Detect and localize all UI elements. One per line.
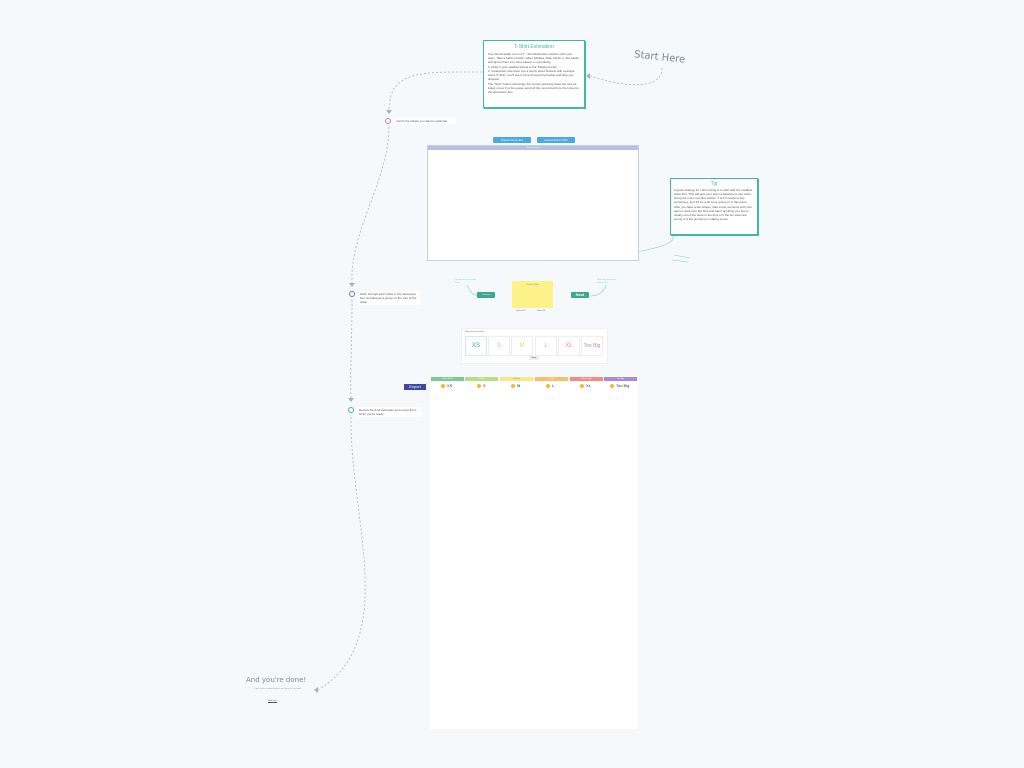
previous-button[interactable]: Previous <box>477 292 495 298</box>
import-jira-button[interactable]: Import From Jira <box>493 137 531 143</box>
column-xl-header: Extra Large <box>570 377 603 381</box>
size-xs-button[interactable]: XS <box>465 336 487 356</box>
queue-counter: Queue: 00 <box>516 310 526 312</box>
emoji-icon <box>546 383 550 388</box>
import-csv-button[interactable]: Import From CSV <box>537 137 575 143</box>
step-2-text: Work through each ticket in the discussi… <box>358 291 420 305</box>
done-subtitle: If you want to expand further, start fro… <box>254 688 302 690</box>
tip-card: Tip A great strategy for t-shirt sizing … <box>670 178 758 235</box>
intro-card: T-Shirt Estimation Use this template to … <box>483 40 585 108</box>
emoji-icon <box>580 383 584 388</box>
column-xs-header: Extra Small <box>431 377 464 381</box>
step-1-icon <box>385 118 391 124</box>
previous-hint: Go back to the previous ticket <box>455 279 477 284</box>
column-too-big-label: Too Big <box>610 383 629 389</box>
results-board <box>430 382 638 729</box>
tip-card-title: Tip <box>710 181 718 187</box>
intro-card-body: Use this template to run a T - Shirt Est… <box>488 52 580 64</box>
intro-card-steps: 1. Drag in your stacked tickets to the T… <box>488 65 575 81</box>
step-3-icon <box>348 407 354 413</box>
done-title: And you're done! <box>246 676 307 684</box>
size-too-big-button[interactable]: Too Big <box>581 336 603 356</box>
current-ticket[interactable]: Current Ticket <box>512 281 553 308</box>
size-picker-title: Select the size below <box>465 331 484 333</box>
size-l-button[interactable]: L <box>535 336 557 356</box>
emoji-icon <box>477 383 481 388</box>
column-m-header: Medium <box>500 377 533 381</box>
emoji-icon <box>610 383 614 388</box>
intro-card-note: The "Next" button will assign the curren… <box>488 82 579 94</box>
next-button[interactable]: Next <box>571 292 589 298</box>
column-s-header: Small <box>465 377 498 381</box>
column-too-big-header: Too Big <box>604 377 637 381</box>
step-2: Work through each ticket in the discussi… <box>349 291 420 305</box>
export-button[interactable]: Export <box>404 384 426 390</box>
size-xl-button[interactable]: XL <box>558 336 580 356</box>
step-2-icon <box>349 291 355 297</box>
column-xl-label: XL <box>580 383 591 389</box>
size-confirm-button[interactable]: Done <box>529 356 539 360</box>
emoji-icon <box>511 383 515 388</box>
step-1: Import the tickets you want to estimate <box>385 118 456 124</box>
step-3-text: Review the final estimates and export th… <box>357 407 421 417</box>
step-3: Review the final estimates and export th… <box>348 407 421 417</box>
tickets-funnel[interactable]: Tickets Funnel <box>427 145 639 261</box>
intro-card-title: T-Shirt Estimation <box>514 44 554 50</box>
start-over-link[interactable]: Start over <box>268 700 277 703</box>
tip-card-body: A great strategy for t-shirt sizing is t… <box>674 188 753 204</box>
size-m-button[interactable]: M <box>511 336 533 356</box>
next-hint: Move the ticket to the chosen size <box>597 279 617 284</box>
size-s-button[interactable]: S <box>488 336 510 356</box>
column-m-label: M <box>511 383 520 389</box>
tip-card-body-2: After you have a few tickets, take a few… <box>674 205 753 221</box>
column-xs-label: XS <box>441 383 452 389</box>
current-ticket-label: Current Ticket <box>526 284 539 286</box>
column-l-header: Large <box>535 377 568 381</box>
emoji-icon <box>441 383 445 388</box>
column-l-label: L <box>546 383 554 389</box>
done-counter: Done: 00 <box>537 310 546 312</box>
tickets-funnel-header: Tickets Funnel <box>428 146 638 150</box>
step-1-text: Import the tickets you want to estimate <box>394 118 456 124</box>
column-s-label: S <box>477 383 486 389</box>
